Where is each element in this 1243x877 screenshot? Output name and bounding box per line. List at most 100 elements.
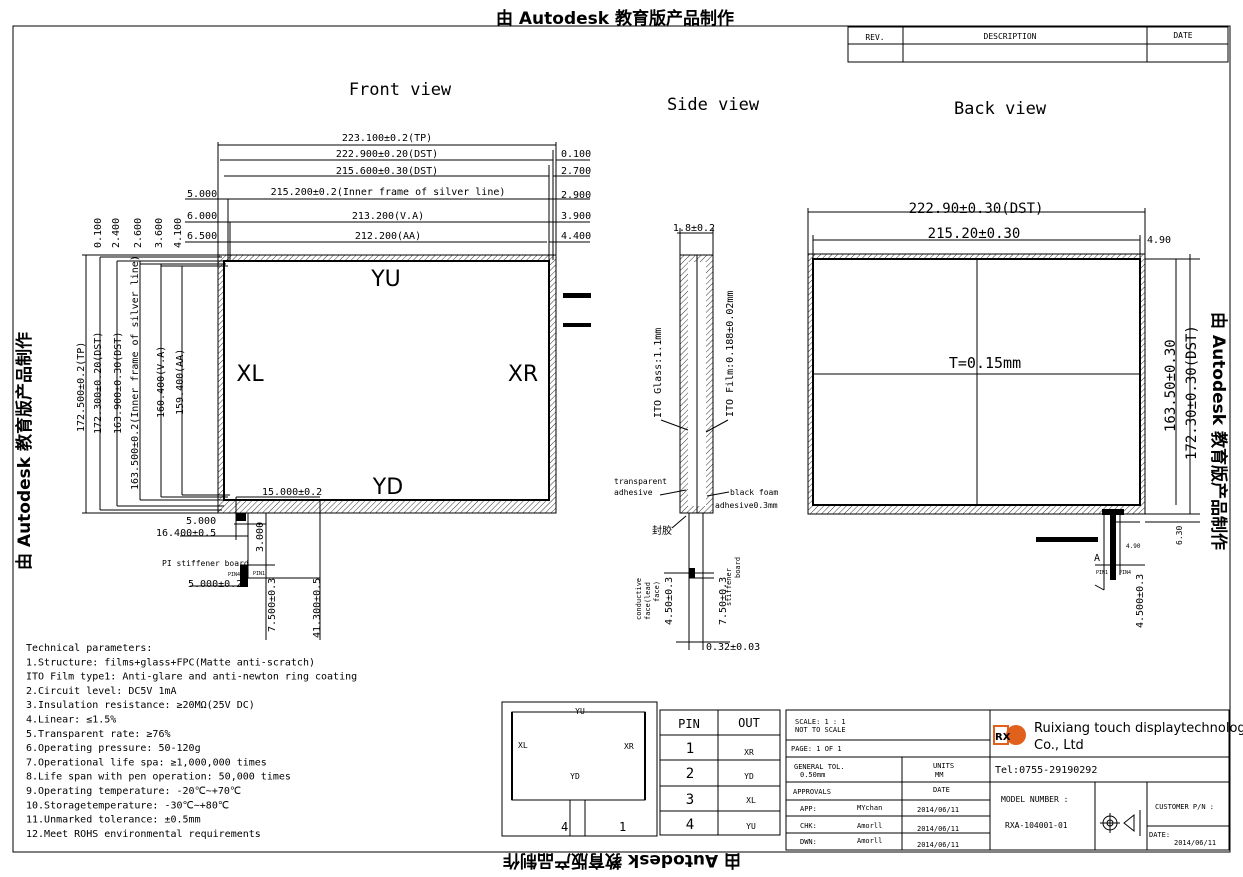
tail-dim-15: 15.000±0.2 [262,487,322,498]
watermark-bottom: 由 Autodesk 教育版产品制作 [503,850,741,871]
tech-line: 4.Linear: ≤1.5% [26,715,116,726]
mark-right-1 [563,293,591,298]
tail-dim-75: 7.500±0.3 [267,578,278,632]
dim-v-tp: 172.500±0.2(TP) [76,342,87,432]
mark-right-2 [563,323,591,327]
dim-h-inner: 215.200±0.2(Inner frame of silver line) [271,187,506,198]
dim-h-aa: 212.200(AA) [355,231,421,242]
tech-line: 10.Storagetemperature: -30℃~+80℃ [26,800,229,811]
tech-line: 11.Unmarked tolerance: ±0.5mm [26,815,201,826]
watermark-top: 由 Autodesk 教育版产品制作 [496,8,734,29]
back-label-a: A [1094,553,1100,564]
tech-line: 5.Transparent rate: ≥76% [26,729,171,740]
dim-v-26: 2.600 [133,218,144,248]
tb-chk-role: CHK: [800,822,817,830]
side-label-transparent: transparent [614,477,667,486]
watermark-right: 由 Autodesk 教育版产品制作 [1208,312,1229,550]
description-header: DESCRIPTION [984,32,1037,41]
dim-right-29: 2.900 [561,190,591,201]
stiffener-label: PI stiffener board [162,559,249,568]
watermark-left: 由 Autodesk 教育版产品制作 [14,332,35,570]
out-2: YD [744,772,754,781]
out-3: XL [746,796,756,805]
side-label-foam-adhesive: adhesive0.3mm [715,501,778,510]
out-1: XR [744,748,754,757]
tech-line: 12.Meet ROHS environmental requirements [26,829,261,840]
schematic: YU XL XR YD 4 1 [501,701,658,837]
tb-customer-pn: CUSTOMER P/N : [1155,803,1214,811]
dim-right-39: 3.900 [561,211,591,222]
dim-v-dst: 172.300±0.20(DST) [93,332,104,434]
tb-model-label: MODEL NUMBER : [1001,795,1068,804]
back-dim-1635: 163.50±0.30 [1163,339,1179,432]
pin-header: PIN [678,717,700,731]
dim-v-24: 2.400 [111,218,122,248]
tail-dim-164: 16.400±0.5 [156,528,216,539]
side-board: board [734,557,742,578]
side-dim-45: 4.50±0.3 [664,577,675,625]
sheet-border [12,25,1231,853]
pin-3: 3 [686,792,694,808]
side-thickness: 1.8±0.2 [673,223,715,234]
dim-v-inner: 163.500±0.2(Inner frame of silver line) [130,255,141,490]
side-view-title: Side view [667,95,760,115]
dim-h-dst2: 215.600±0.30(DST) [336,166,438,177]
company-name-1: Ruixiang touch displaytechnology [1034,721,1243,736]
tb-units: UNITS [933,762,954,770]
dim-v-dst2: 163.900±0.30(DST) [113,332,124,434]
tb-page: PAGE: 1 OF 1 [791,745,842,753]
tb-tel: Tel:0755-29190292 [995,765,1097,776]
tb-scale: SCALE: 1 : 1 [795,718,846,726]
tech-line: 2.Circuit level: DC5V 1mA [26,686,177,697]
pin-table: PIN OUT 1 XR 2 YD 3 XL 4 YU [659,709,781,836]
tech-line: 9.Operating temperature: -20℃~+70℃ [26,786,241,797]
tech-params: Technical parameters:1.Structure: films+… [26,643,357,840]
tech-line: 6.Operating pressure: 50-120g [26,743,201,754]
tb-date-value: 2014/06/11 [1174,839,1216,847]
electrode-xl: XL [236,362,264,387]
back-thickness: T=0.15mm [949,354,1021,372]
tech-line: 7.Operational life spa: ≥1,000,000 times [26,757,267,768]
tb-date: DATE [933,786,950,794]
sch-pin1: 1 [619,820,626,834]
fpc-tail [180,496,321,640]
tail-block [236,513,246,521]
tb-app-name: MYchan [857,804,882,812]
company-name-2: Co., Ltd [1034,738,1084,753]
side-face-lead: face(lead [644,582,652,620]
tb-units-value: MM [935,771,943,779]
sch-xr: XR [624,742,634,751]
side-label-adhesive: adhesive [614,488,653,497]
dim-right-27: 2.700 [561,166,591,177]
tb-model: RXA-104001-01 [1005,821,1068,830]
tb-approvals: APPROVALS [793,788,831,796]
pin1-label: PIN1 [253,571,265,577]
tb-not-to-scale: NOT TO SCALE [795,726,846,734]
dim-v-aa: 159.400(AA) [175,349,186,415]
back-dim-45: 4.500±0.3 [1135,574,1146,628]
tb-chk-name: Amorll [857,822,882,830]
tb-dwn-name: Amorll [857,837,882,845]
side-face: face) [653,581,661,602]
tail-dim-5b: 5.000±0.2 [188,579,242,590]
date-header: DATE [1173,31,1192,40]
side-dim-032: 0.32±0.03 [706,642,760,653]
out-4: YU [746,822,756,831]
tb-dwn-role: DWN: [800,838,817,846]
dim-right-44: 4.400 [561,231,591,242]
out-header: OUT [738,716,760,730]
dim-right-01: 0.100 [561,149,591,160]
side-dim-75: 7.50±0.3 [718,577,729,625]
side-view: 1.8±0.2 ITO Glass:1.1mm ITO Film:0.188±0… [614,223,778,653]
tb-chk-date: 2014/06/11 [917,825,959,833]
sch-yd: YD [570,772,580,781]
dim-h-tp: 223.100±0.2(TP) [342,133,432,144]
pin4-label: PIN4 [228,572,240,578]
sch-yu: YU [575,707,585,716]
back-dim-63: 6.30 [1175,526,1184,545]
side-label-foam: black foam [730,488,778,497]
stiffener-block [240,565,248,587]
electrode-yu: YU [370,267,401,292]
title-block: SCALE: 1 : 1 NOT TO SCALE PAGE: 1 OF 1 G… [785,709,1243,851]
dim-left-5: 5.000 [187,189,217,200]
